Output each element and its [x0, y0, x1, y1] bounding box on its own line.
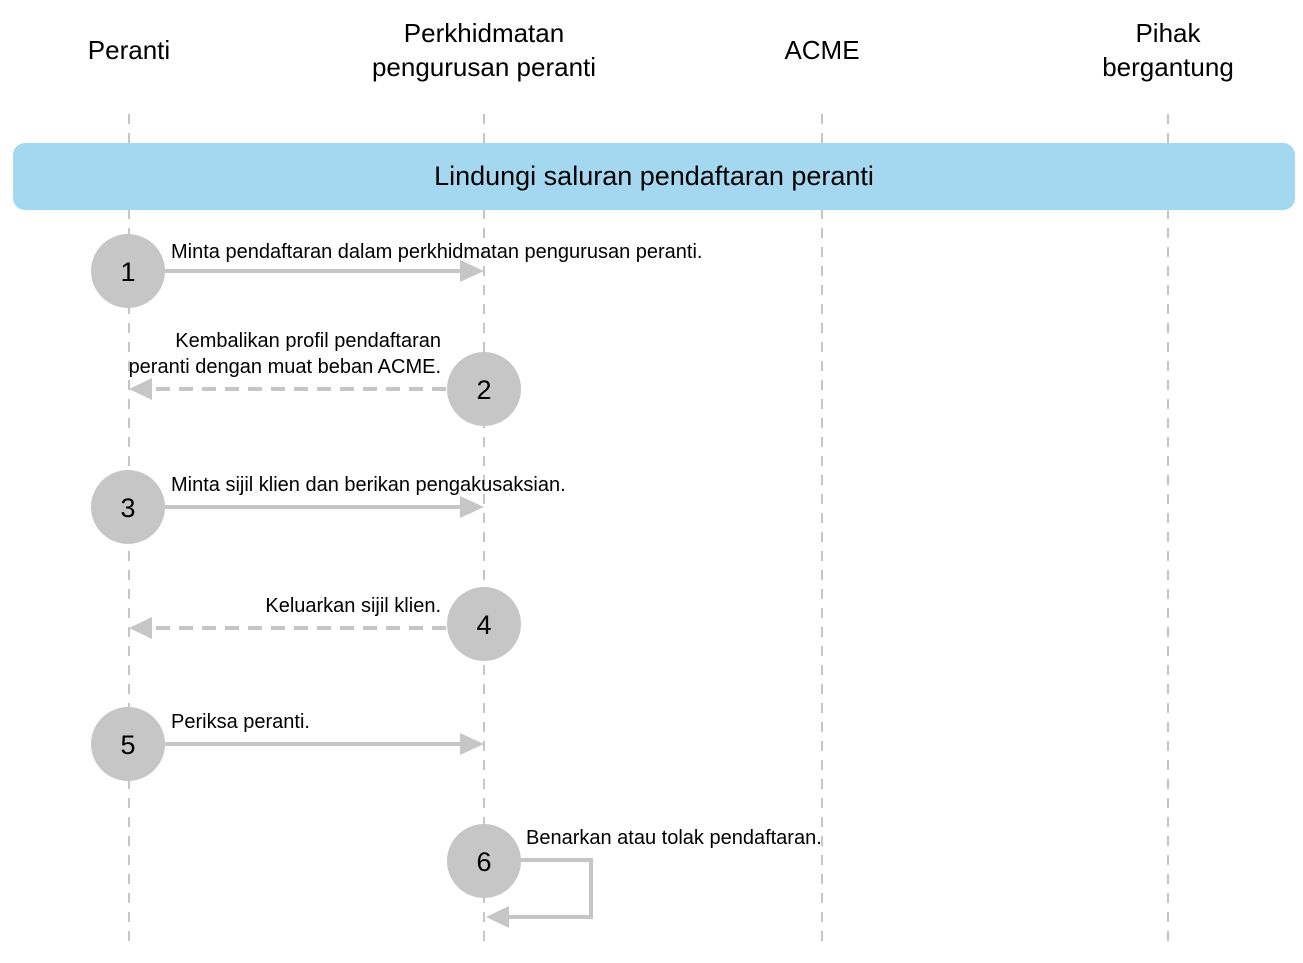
actor-peranti: Peranti	[88, 35, 170, 65]
step-5-message: Periksa peranti.	[171, 711, 310, 733]
actor-device-management-service-label-line2: pengurusan peranti	[372, 52, 596, 82]
actor-relying-party-label-line1: Pihak	[1135, 18, 1201, 48]
step-4-number: 4	[476, 610, 491, 640]
step-2-number: 2	[476, 375, 491, 405]
actor-relying-party: Pihak bergantung	[1102, 18, 1234, 82]
actor-relying-party-label-line2: bergantung	[1102, 52, 1234, 82]
step-4-circle	[447, 587, 521, 661]
step-3: 3 Minta sijil klien dan berikan pengakus…	[91, 470, 566, 544]
step-6-loop-arrow	[508, 858, 593, 919]
step-6-message: Benarkan atau tolak pendaftaran.	[526, 827, 822, 849]
step-6: 6 Benarkan atau tolak pendaftaran.	[447, 824, 822, 928]
step-1-number: 1	[120, 257, 135, 287]
step-5-circle	[91, 707, 165, 781]
actor-acme-label: ACME	[784, 35, 859, 65]
step-3-circle	[91, 470, 165, 544]
enrollment-channel-band: Lindungi saluran pendaftaran peranti	[13, 143, 1295, 210]
enrollment-channel-band-background	[13, 143, 1295, 210]
step-6-arrowhead	[486, 906, 509, 928]
actor-peranti-label: Peranti	[88, 35, 170, 65]
step-5-arrowhead	[460, 733, 484, 755]
actor-device-management-service-label-line1: Perkhidmatan	[404, 18, 564, 48]
step-1-circle	[91, 234, 165, 308]
step-6-circle	[447, 824, 521, 898]
step-2-message-line2: peranti dengan muat beban ACME.	[129, 356, 441, 378]
step-2-message-line1: Kembalikan profil pendaftaran	[175, 330, 441, 352]
step-3-number: 3	[120, 493, 135, 523]
step-6-number: 6	[476, 847, 491, 877]
step-2-circle	[447, 352, 521, 426]
step-2: 2 Kembalikan profil pendaftaran peranti …	[129, 330, 521, 426]
step-3-message: Minta sijil klien dan berikan pengakusak…	[171, 474, 566, 496]
enrollment-channel-band-label: Lindungi saluran pendaftaran peranti	[434, 161, 874, 191]
step-4-message: Keluarkan sijil klien.	[265, 595, 441, 617]
actor-acme: ACME	[784, 35, 859, 65]
step-4-arrowhead	[129, 617, 152, 639]
step-1: 1 Minta pendaftaran dalam perkhidmatan p…	[91, 234, 702, 308]
step-2-arrowhead	[129, 378, 152, 400]
step-1-message: Minta pendaftaran dalam perkhidmatan pen…	[171, 241, 702, 263]
step-1-arrowhead	[460, 260, 484, 282]
step-5-number: 5	[120, 730, 135, 760]
step-3-arrowhead	[460, 496, 484, 518]
step-5: 5 Periksa peranti.	[91, 707, 484, 781]
step-4: 4 Keluarkan sijil klien.	[129, 587, 521, 661]
actor-device-management-service: Perkhidmatan pengurusan peranti	[372, 18, 596, 82]
